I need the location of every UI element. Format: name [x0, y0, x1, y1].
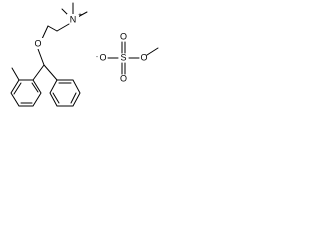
bond-ch2-o — [41, 25, 49, 40]
nitrogen-atom: N — [70, 14, 77, 24]
benzhydryl-center — [32, 64, 58, 81]
tolyl-double-bond-3 — [31, 82, 39, 93]
bond-ch2-ch2 — [47, 25, 58, 32]
sulfonate-charge: - — [96, 55, 98, 61]
bond-o-methyl — [146, 47, 159, 56]
ether-oxygen-group: O — [33, 38, 45, 66]
bond-ch-tolyl — [32, 64, 45, 81]
sulfur-atom: S — [120, 52, 126, 62]
sulfonate-oxygen-top: O — [120, 31, 127, 41]
phenyl-double-bond-3 — [52, 92, 60, 104]
bond-n-ch2 — [56, 23, 70, 32]
bond-tolyl-methyl — [11, 67, 20, 81]
ether-oxygen-atom: O — [34, 38, 41, 48]
chemical-structure-diagram: N + O O — [10, 2, 159, 107]
methoxy-oxygen-atom: O — [140, 52, 147, 62]
phenyl-double-bond-2 — [70, 92, 77, 104]
methyl-sulfate-ion: O S O O - O — [96, 31, 159, 83]
bond-o-ch — [37, 48, 45, 66]
tolyl-double-bond-1 — [13, 82, 22, 95]
ethyl-linker — [41, 23, 70, 40]
sulfonate-oxygen-bottom: O — [120, 73, 127, 83]
sulfonate-oxygen-minus: O — [99, 52, 106, 62]
phenyl-ring — [49, 79, 81, 107]
phenyl-ring-outline — [49, 79, 81, 107]
trimethylammonium-group: N + — [61, 2, 88, 25]
ammonium-charge: + — [78, 13, 82, 19]
bond-ch-phenyl — [43, 64, 58, 81]
ortho-tolyl-ring — [10, 67, 42, 107]
tolyl-ring-outline — [10, 79, 42, 107]
